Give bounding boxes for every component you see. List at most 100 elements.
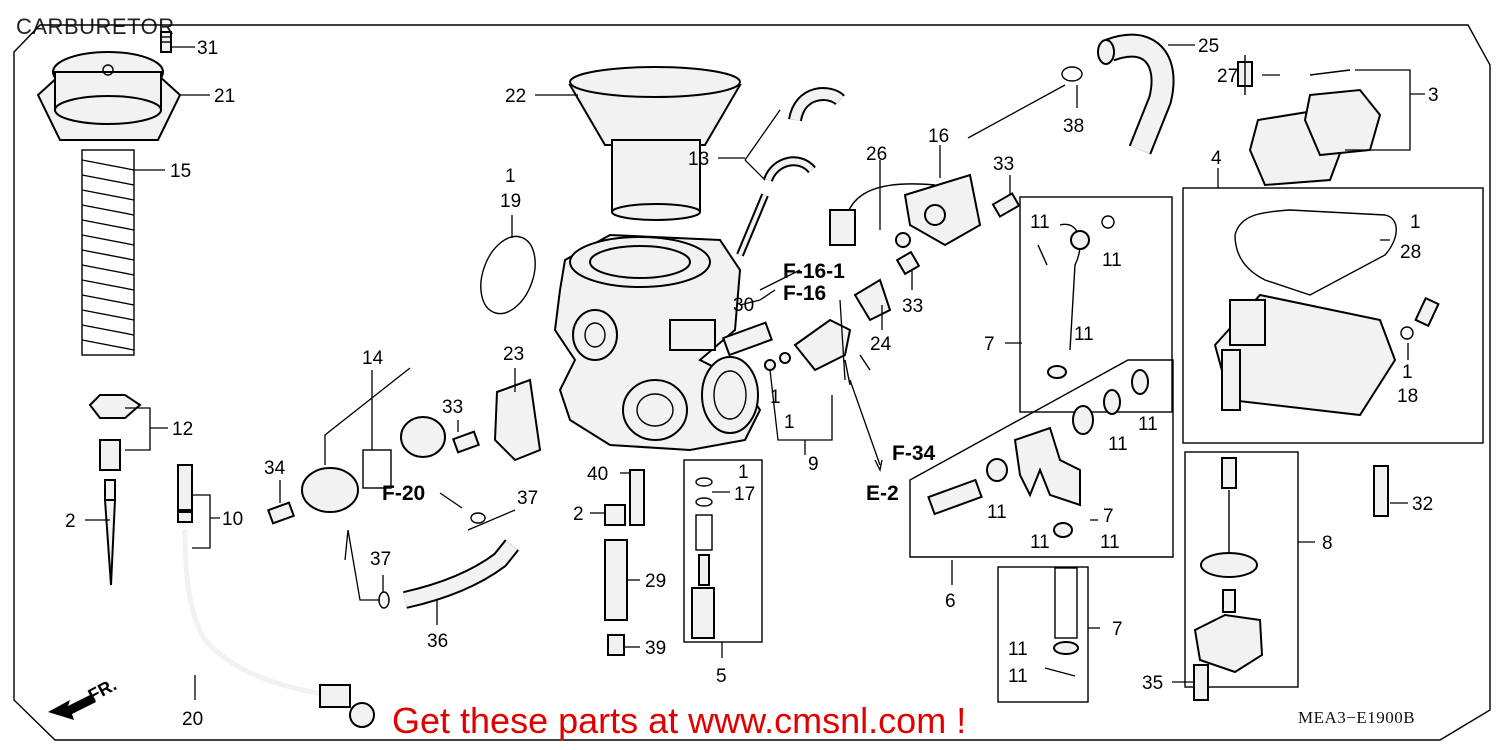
link-group-frame-lower <box>909 359 1174 558</box>
main-jet-39 <box>607 634 625 656</box>
callout-11: 11 <box>1138 414 1158 435</box>
callout-6: 6 <box>945 591 956 612</box>
needle-holder <box>88 394 142 471</box>
air-vent-tube-25 <box>1097 33 1175 155</box>
callout-8: 8 <box>1322 533 1333 554</box>
carburetor-body <box>553 233 762 452</box>
parts-link-banner[interactable]: Get these parts at www.cmsnl.com ! <box>392 700 967 741</box>
float-chamber <box>1213 209 1440 417</box>
diagram-title: CARBURETOR <box>16 14 175 39</box>
callout-1: 1 <box>1410 212 1421 233</box>
vent-tube <box>736 87 845 257</box>
callout-16: 16 <box>928 126 949 147</box>
callout-27: 27 <box>1217 66 1238 87</box>
callout-33: 33 <box>902 296 923 317</box>
jet-group-frame <box>683 459 763 643</box>
callout-21: 21 <box>214 86 235 107</box>
drain-fitting-9 <box>764 318 871 386</box>
callout-2: 2 <box>65 511 76 532</box>
diagram-code: MEA3−E1900B <box>1298 708 1416 727</box>
callout-1: 1 <box>784 412 795 433</box>
reference-f-20: F-20 <box>382 482 425 505</box>
reference-e-2: E-2 <box>866 482 899 505</box>
callout-11: 11 <box>1008 666 1028 687</box>
jet-needle <box>103 479 117 586</box>
callout-35: 35 <box>1142 673 1163 694</box>
spring-group-parts <box>1044 567 1079 677</box>
callout-17: 17 <box>734 484 755 505</box>
washer-26 <box>895 232 911 248</box>
callout-28: 28 <box>1400 242 1421 263</box>
callout-9: 9 <box>808 454 819 475</box>
screw-33-left <box>451 430 481 454</box>
bolt-32 <box>1373 465 1389 517</box>
callout-15: 15 <box>170 161 191 182</box>
accelerator-pump-group-frame <box>1184 451 1299 688</box>
callout-11: 11 <box>1074 324 1094 345</box>
jet-parts-5 <box>691 477 715 639</box>
callout-11: 11 <box>987 502 1007 523</box>
screw-33-bracket <box>895 250 921 276</box>
carburetor-top-cover <box>36 51 182 141</box>
float-chamber-group-frame <box>1182 187 1484 444</box>
diagram-frame <box>13 24 1491 741</box>
callout-39: 39 <box>645 638 666 659</box>
callout-29: 29 <box>645 571 666 592</box>
callout-14: 14 <box>362 348 384 369</box>
screw-34 <box>266 501 296 525</box>
callout-40: 40 <box>587 464 608 485</box>
callout-23: 23 <box>503 344 524 365</box>
callout-38: 38 <box>1063 116 1084 137</box>
callout-1: 1 <box>1402 362 1413 383</box>
callout-12: 12 <box>172 419 193 440</box>
callout-19: 19 <box>500 191 521 212</box>
section-references: F-16-1 F-16 F-34 E-2 F-20 <box>382 260 936 505</box>
screw-31 <box>160 31 172 53</box>
callout-10: 10 <box>222 509 243 530</box>
throttle-cable <box>177 464 375 728</box>
callout-32: 32 <box>1412 494 1433 515</box>
callout-1: 1 <box>770 387 781 408</box>
washer-18 <box>1400 326 1414 340</box>
callout-11: 11 <box>1030 212 1050 233</box>
callout-11: 11 <box>1108 434 1128 455</box>
callout-11: 11 <box>1102 250 1122 271</box>
bracket-23 <box>493 378 542 462</box>
callout-20: 20 <box>182 709 203 730</box>
callout-2: 2 <box>573 504 584 525</box>
callout-31: 31 <box>197 38 218 59</box>
accelerator-pump <box>1193 457 1264 674</box>
clip-37-b <box>470 512 486 524</box>
spring-group-frame <box>997 566 1089 703</box>
bracket-24 <box>853 278 892 322</box>
jet-2b <box>604 504 626 526</box>
clamp-38 <box>1061 66 1083 82</box>
callout-36: 36 <box>427 631 448 652</box>
callout-22: 22 <box>505 86 526 107</box>
diaphragm-spring <box>81 149 135 356</box>
callout-30: 30 <box>733 295 754 316</box>
front-direction-arrow <box>48 694 96 720</box>
choke-link-lower <box>927 369 1149 538</box>
callout-5: 5 <box>716 666 727 687</box>
callout-24: 24 <box>870 334 892 355</box>
carburetor-heater <box>829 173 982 247</box>
callout-7: 7 <box>1112 619 1123 640</box>
callout-33: 33 <box>442 397 463 418</box>
float-valve-27 <box>1237 55 1253 95</box>
callout-1: 1 <box>738 462 749 483</box>
screw-33-heater <box>991 192 1021 218</box>
callout-11: 11 <box>1008 639 1028 660</box>
callout-25: 25 <box>1198 36 1219 57</box>
callout-11: 11 <box>1030 532 1050 553</box>
callout-labels: 31 21 15 12 2 10 20 22 1 19 13 14 34 33 … <box>65 36 1439 730</box>
choke-link-upper <box>1037 215 1115 379</box>
callout-11: 11 <box>1100 532 1120 553</box>
callout-34: 34 <box>264 458 286 479</box>
callout-4: 4 <box>1211 148 1222 169</box>
callout-26: 26 <box>866 144 887 165</box>
needle-jet-29 <box>604 539 628 621</box>
jet-40 <box>629 469 645 526</box>
clip-37-a <box>378 591 390 609</box>
